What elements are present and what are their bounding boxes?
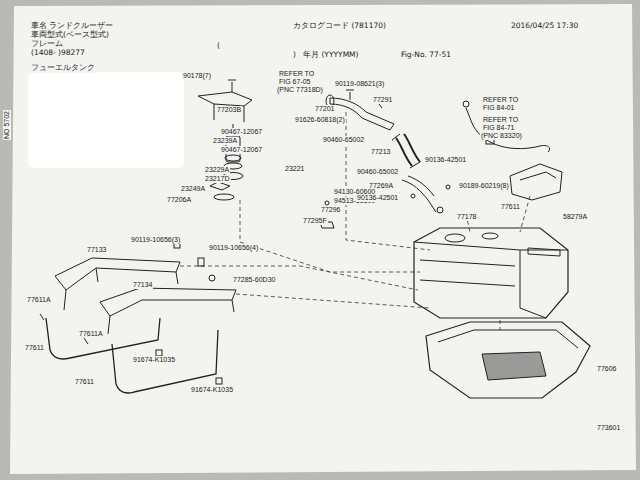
part-number: 91626-60818(2) bbox=[294, 116, 346, 124]
header-text: 年月 (YYYYMM) bbox=[302, 51, 360, 60]
part-number: 91674-K1035 bbox=[190, 386, 234, 394]
header-text: (1408- )98277 bbox=[30, 49, 86, 58]
header-text: Fig-No. 77-51 bbox=[400, 51, 452, 60]
part-number: 90119-10656(4) bbox=[208, 244, 259, 252]
header-text: ( bbox=[216, 42, 221, 51]
part-number: 77291 bbox=[372, 96, 393, 104]
part-number: (PNC 77318D) bbox=[276, 86, 324, 94]
part-number: 77213 bbox=[370, 148, 391, 156]
part-number: 58279A bbox=[562, 213, 588, 221]
header-text: 車名 ランドクルーザー bbox=[30, 22, 114, 31]
part-number: REFER TO bbox=[482, 96, 519, 104]
sheet-number: NO 5702 bbox=[3, 110, 11, 140]
part-number: 77611A bbox=[78, 330, 104, 338]
part-number: 23249A bbox=[180, 185, 206, 193]
part-number: (PNC 83320) bbox=[480, 132, 523, 140]
assembly-lines bbox=[180, 112, 530, 330]
part-number: 90467-12067 bbox=[220, 146, 263, 154]
part-number: 91674-K1035 bbox=[132, 356, 176, 364]
header-text: カタログコード (781170) bbox=[292, 22, 387, 31]
diagram-title: フューエルタンク bbox=[30, 62, 96, 73]
parts-drawing bbox=[40, 80, 590, 398]
part-number: 773601 bbox=[596, 424, 621, 432]
part-number: 77611 bbox=[24, 344, 45, 352]
part-number: 90460-65002 bbox=[356, 168, 399, 176]
part-number: 77611 bbox=[74, 378, 95, 386]
blank-patch bbox=[28, 72, 184, 168]
header-text: 車両型式(ベース型式) bbox=[30, 31, 110, 40]
part-number: 90467-12067 bbox=[220, 128, 263, 136]
header-text: 2016/04/25 17:30 bbox=[510, 22, 579, 31]
part-number: REFER TO bbox=[278, 70, 315, 78]
part-number: 90119-10656(3) bbox=[130, 236, 181, 244]
part-number: 77296 bbox=[320, 206, 341, 214]
part-number: 23239A bbox=[212, 137, 238, 145]
part-number: 77134 bbox=[132, 281, 153, 289]
part-number: 90136-42501 bbox=[424, 156, 467, 164]
part-number: 77133 bbox=[86, 246, 107, 254]
header-text: フレーム bbox=[30, 40, 64, 49]
part-number: 77611A bbox=[26, 296, 52, 304]
part-number: 23229A bbox=[204, 166, 230, 174]
header-text: ) bbox=[292, 51, 297, 60]
part-number: 77178 bbox=[456, 213, 477, 221]
paper-sheet bbox=[10, 4, 636, 474]
part-number: 90178(7) bbox=[182, 72, 212, 80]
part-number: 90189-60219(8) bbox=[458, 182, 510, 190]
part-number: FIG 84-01 bbox=[482, 104, 516, 112]
part-number: 23217D bbox=[204, 175, 231, 183]
part-number: FIG 84-71 bbox=[482, 124, 516, 132]
part-number: 77203B bbox=[216, 106, 242, 114]
part-number: 23221 bbox=[284, 165, 305, 173]
part-number: 90136-42501 bbox=[356, 194, 399, 202]
part-number: 77206A bbox=[166, 196, 192, 204]
part-number: 77611 bbox=[500, 203, 521, 211]
part-number: 90119-08621(3) bbox=[334, 80, 385, 88]
part-number: 77295F bbox=[302, 217, 328, 225]
part-number: 90460-65002 bbox=[322, 136, 365, 144]
part-number: REFER TO bbox=[482, 116, 519, 124]
part-number: 77201 bbox=[314, 105, 335, 113]
part-number: 77606 bbox=[596, 365, 617, 373]
part-number: FIG 67-05 bbox=[278, 78, 312, 86]
part-number: 77285-60D30 bbox=[232, 276, 276, 284]
